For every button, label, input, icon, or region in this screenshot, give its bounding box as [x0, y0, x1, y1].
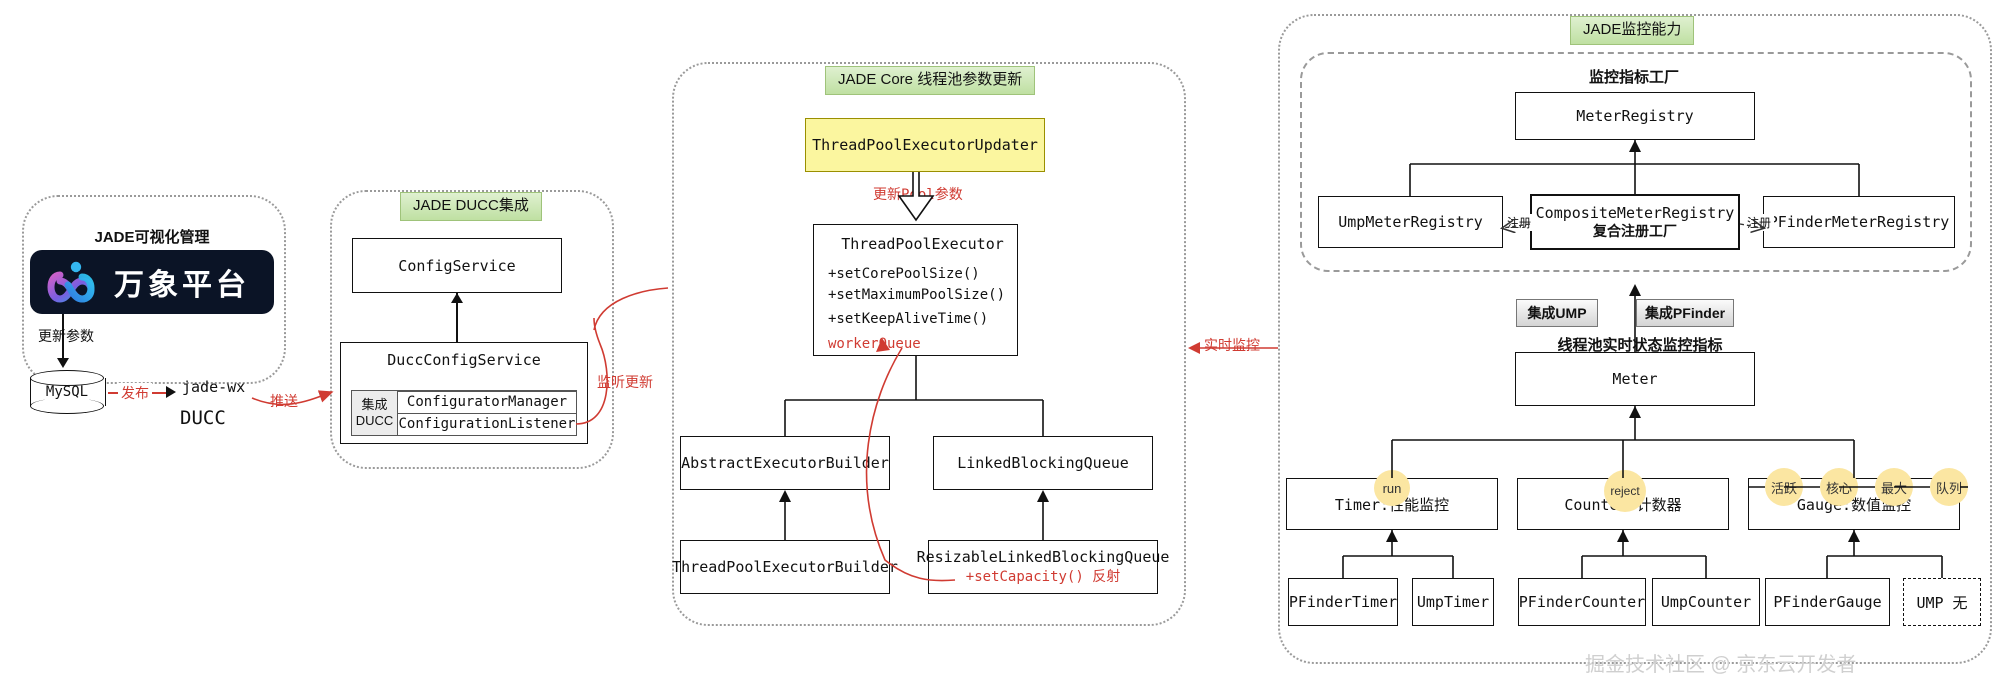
box-thread-pool-executor-builder-label: ThreadPoolExecutorBuilder	[672, 558, 898, 576]
panel-jade-visual-management	[22, 195, 286, 384]
wanxiang-platform-logo: 万象平台	[30, 250, 274, 314]
box-ump-meter-registry: UmpMeterRegistry	[1318, 196, 1503, 248]
compartment-item-configurator-manager: ConfiguratorManager	[397, 390, 577, 414]
jade-wx-label: jade-wx	[182, 378, 246, 396]
box-config-service-label: ConfigService	[398, 256, 516, 275]
box-composite-meter-registry: CompositeMeterRegistry 复合注册工厂	[1530, 194, 1740, 250]
update-pool-param-label: 更新Pool参数	[873, 187, 963, 203]
box-pfinder-meter-registry-label: PFinderMeterRegistry	[1768, 213, 1950, 231]
connector-logo-to-mysql	[62, 314, 64, 360]
tpe-method-1: +setMaximumPoolSize()	[828, 286, 1006, 303]
box-meter-label: Meter	[1612, 370, 1658, 388]
panel-metric-factory-caption: 监控指标工厂	[1588, 69, 1679, 86]
button-integrate-pfinder[interactable]: 集成PFinder	[1636, 299, 1734, 327]
bubble-core: 核心	[1820, 468, 1858, 506]
box-linked-blocking-queue-label: LinkedBlockingQueue	[957, 454, 1129, 472]
box-thread-pool-executor-builder: ThreadPoolExecutorBuilder	[672, 540, 898, 594]
panel-jade-monitoring	[1278, 14, 1992, 664]
box-ump-none: UMP 无	[1903, 578, 1981, 626]
mysql-database-shape: MySQL	[30, 370, 106, 414]
box-abstract-executor-builder: AbstractExecutorBuilder	[680, 436, 890, 490]
bubble-run: run	[1374, 470, 1410, 506]
ducc-integration-compartment: 集成 DUCC ConfiguratorManager Configuratio…	[351, 390, 577, 436]
box-resizable-linked-blocking-queue: ResizableLinkedBlockingQueue +setCapacit…	[917, 540, 1169, 594]
resizable-queue-method-label: +setCapacity() 反射	[965, 568, 1121, 585]
connector-ducc-config-to-config-service-arrow	[451, 293, 463, 303]
box-thread-pool-executor: ThreadPoolExecutor +setCorePoolSize() +s…	[813, 224, 1018, 356]
wanxiang-platform-label: 万象平台	[114, 269, 250, 302]
meter-caption: 线程池实时状态监控指标	[1557, 337, 1723, 354]
register-label-left: 注册	[1504, 214, 1535, 231]
panel-jade-visual-management-title: JADE可视化管理	[94, 229, 210, 246]
register-label-right: 注册	[1744, 214, 1775, 231]
box-pfinder-meter-registry: PFinderMeterRegistry	[1763, 196, 1955, 248]
box-ump-counter: UmpCounter	[1652, 578, 1760, 626]
bubble-queue: 队列	[1930, 468, 1968, 506]
box-ump-timer: UmpTimer	[1412, 578, 1494, 626]
button-integrate-ump[interactable]: 集成UMP	[1516, 299, 1598, 327]
box-pfinder-timer: PFinderTimer	[1288, 578, 1398, 626]
box-composite-meter-registry-label: CompositeMeterRegistry	[1535, 203, 1735, 222]
bubble-reject: reject	[1604, 470, 1646, 512]
mysql-label: MySQL	[45, 384, 89, 400]
connector-logo-to-mysql-arrow	[57, 358, 69, 368]
box-linked-blocking-queue: LinkedBlockingQueue	[933, 436, 1153, 490]
wanxiang-logo-icon	[47, 261, 95, 303]
box-ducc-config-service-label: DuccConfigService	[387, 351, 541, 369]
box-resizable-linked-blocking-queue-label: ResizableLinkedBlockingQueue	[916, 547, 1170, 566]
box-thread-pool-executor-updater-label: ThreadPoolExecutorUpdater	[812, 136, 1038, 154]
box-abstract-executor-builder-label: AbstractExecutorBuilder	[681, 454, 889, 472]
box-meter: Meter	[1515, 352, 1755, 406]
tpe-method-2: +setKeepAliveTime()	[828, 311, 989, 328]
ducc-integration-compartment-label: 集成 DUCC	[352, 391, 398, 435]
panel-jade-core-title: JADE Core 线程池参数更新	[825, 66, 1036, 95]
box-meter-registry-label: MeterRegistry	[1576, 107, 1694, 125]
panel-metric-factory	[1300, 52, 1972, 272]
thread-pool-executor-body: ThreadPoolExecutor +setCorePoolSize() +s…	[814, 225, 1017, 355]
box-pfinder-gauge: PFinderGauge	[1765, 578, 1890, 626]
realtime-monitor-label: 实时监控	[1204, 337, 1260, 353]
panel-jade-monitoring-title: JADE监控能力	[1570, 16, 1695, 45]
push-label: 推送	[270, 393, 298, 409]
bubble-max: 最大	[1875, 468, 1913, 506]
box-meter-registry: MeterRegistry	[1515, 92, 1755, 140]
panel-jade-ducc-integration-title: JADE DUCC集成	[400, 192, 542, 221]
update-param-label: 更新参数	[38, 328, 94, 344]
box-config-service: ConfigService	[352, 238, 562, 293]
ducc-label: DUCC	[180, 407, 226, 429]
publish-label: 发布	[118, 383, 152, 403]
connector-mysql-to-ducc-arrow	[166, 386, 176, 398]
listen-update-label: 监听更新	[597, 374, 653, 390]
bubble-active: 活跃	[1765, 468, 1803, 506]
box-ump-meter-registry-label: UmpMeterRegistry	[1338, 213, 1483, 231]
box-composite-meter-registry-sub: 复合注册工厂	[1593, 222, 1677, 239]
panel-jade-core	[672, 62, 1186, 626]
box-pfinder-counter: PFinderCounter	[1518, 578, 1646, 626]
compartment-item-configuration-listener: ConfigurationListener	[397, 412, 577, 436]
connector-ducc-config-to-config-service	[456, 293, 458, 342]
thread-pool-executor-name: ThreadPoolExecutor	[841, 235, 1004, 253]
tpe-method-0: +setCorePoolSize()	[828, 265, 980, 282]
tpe-field-worker-queue: workerQueue	[828, 336, 921, 352]
watermark-text: 掘金技术社区 @ 京东云开发者	[1585, 654, 1857, 676]
box-thread-pool-executor-updater: ThreadPoolExecutorUpdater	[805, 118, 1045, 172]
